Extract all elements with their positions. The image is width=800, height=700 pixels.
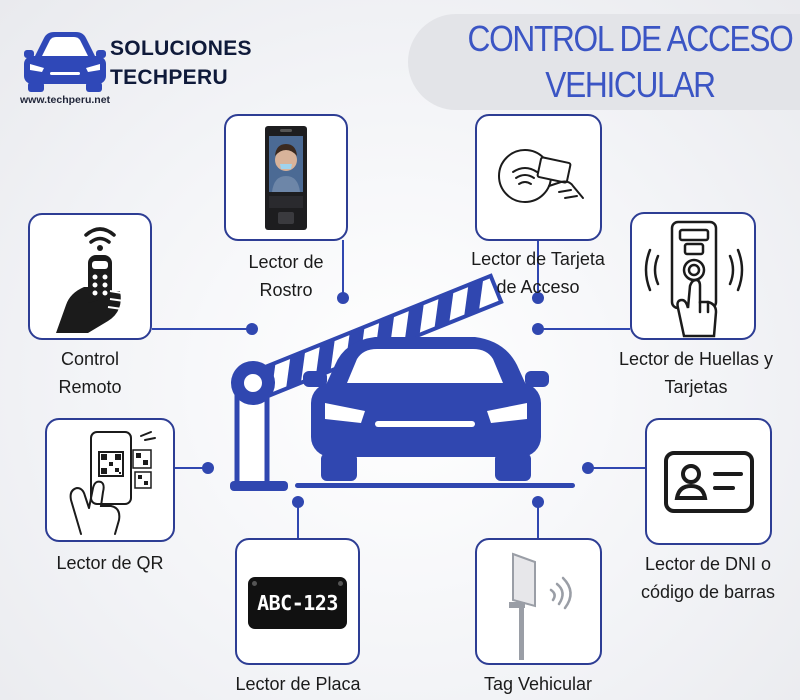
connector-dot-card — [532, 292, 544, 304]
license-plate-text: ABC-123 — [257, 591, 338, 615]
fingerprint-reader-label-line1: Lector de Huellas y — [618, 349, 774, 369]
connector-plate — [297, 500, 299, 540]
qr-reader-card[interactable] — [45, 418, 175, 542]
connector-dni — [592, 467, 646, 469]
dni-reader-card[interactable] — [645, 418, 772, 545]
remote-control-label-line1: Control — [60, 349, 120, 369]
fingerprint-reader-icon — [644, 216, 744, 338]
page-title: CONTROL DE ACCESO VEHICULAR — [463, 16, 797, 108]
connector-remote — [152, 328, 252, 330]
remote-control-icon — [48, 221, 138, 337]
card-reader-label: Lector de Tarjeta de Acceso — [448, 245, 628, 301]
license-plate-icon: ABC-123 — [248, 577, 347, 629]
qr-reader-icon — [67, 428, 163, 536]
title-line1: CONTROL DE ACCESO — [467, 18, 794, 59]
car-front-icon — [20, 28, 110, 94]
connector-dot-qr — [202, 462, 214, 474]
dni-reader-label-line1: Lector de DNI o — [644, 554, 772, 574]
connector-dot-fingerprint — [532, 323, 544, 335]
fingerprint-reader-card[interactable] — [630, 212, 756, 340]
connector-dot-remote — [246, 323, 258, 335]
tag-reader-label: Tag Vehicular — [483, 674, 593, 694]
remote-control-label: Control Remoto — [10, 345, 170, 401]
brand-url[interactable]: www.techperu.net — [20, 94, 111, 106]
plate-reader-card[interactable]: ABC-123 — [235, 538, 360, 665]
remote-control-label-line2: Remoto — [58, 377, 122, 397]
connector-dot-dni — [582, 462, 594, 474]
connector-fingerprint — [540, 328, 630, 330]
title-banner — [408, 14, 800, 110]
face-reader-card[interactable] — [224, 114, 348, 241]
card-reader-label-line2: de Acceso — [496, 277, 580, 297]
remote-control-card[interactable] — [28, 213, 152, 340]
face-reader-label-line1: Lector de — [248, 252, 324, 272]
id-card-icon — [663, 450, 755, 514]
connector-face — [342, 240, 344, 296]
fingerprint-reader-label-line2: Tarjetas — [664, 377, 728, 397]
card-reader-icon — [489, 146, 589, 212]
rfid-antenna-icon — [491, 548, 591, 660]
card-reader-card[interactable] — [475, 114, 602, 241]
face-reader-label-line2: Rostro — [259, 280, 313, 300]
brand-line2: TECHPERU — [110, 66, 228, 89]
brand-name: SOLUCIONES TECHPERU — [110, 34, 252, 92]
title-line2: VEHICULAR — [545, 64, 716, 105]
tag-reader-card[interactable] — [475, 538, 602, 665]
brand-line1: SOLUCIONES — [110, 37, 252, 60]
connector-dot-plate — [292, 496, 304, 508]
face-reader-icon — [264, 126, 308, 230]
qr-reader-label: Lector de QR — [56, 553, 164, 573]
connector-dot-face — [337, 292, 349, 304]
face-reader-label: Lector de Rostro — [206, 248, 366, 304]
connector-tag — [537, 500, 539, 540]
card-reader-label-line1: Lector de Tarjeta — [471, 249, 605, 269]
connector-dot-tag — [532, 496, 544, 508]
dni-reader-label-line2: código de barras — [640, 582, 776, 602]
barrier-gate-car-icon — [225, 255, 585, 495]
connector-qr — [175, 467, 211, 469]
fingerprint-reader-label: Lector de Huellas y Tarjetas — [596, 345, 796, 401]
dni-reader-label: Lector de DNI o código de barras — [608, 550, 800, 606]
connector-card — [537, 240, 539, 296]
plate-reader-label: Lector de Placa — [235, 674, 361, 694]
